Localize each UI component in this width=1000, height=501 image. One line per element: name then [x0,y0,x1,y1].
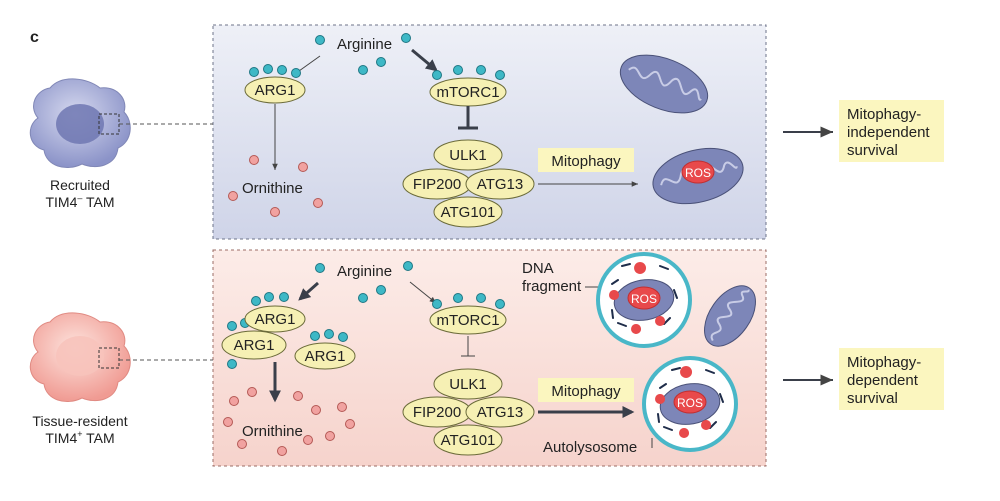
arg1-label: ARG1 [255,82,296,99]
ornithine-label: Ornithine [242,180,303,197]
recruited-label-line1: Recruited [50,177,110,193]
cell-nucleus [56,104,104,144]
autophagosome-icon: ROS [596,252,692,348]
arginine-molecules [315,33,411,75]
atg13-label: ATG13 [477,176,523,193]
mtorc1-node: mTORC1 [429,293,507,335]
atg13-label: ATG13 [477,404,523,421]
ros-label-a: ROS [631,292,657,306]
outcome-bottom-line2: dependent [847,372,919,389]
arginine-label: Arginine [337,263,392,280]
mitophagy-box [538,148,634,172]
arg1-cluster: ARG1 ARG1 ARG1 [221,292,356,370]
zoom-box [98,347,120,369]
mitochondrion-ros-icon: ROS [652,147,744,205]
tissue-resident-tam-cell [29,312,131,402]
mitochondrion-icon [704,285,756,347]
outcome-top-line2: independent [847,124,930,141]
mitochondrion-icon [619,54,709,114]
outcome-box-top [839,100,944,162]
mitophagy-label: Mitophagy [551,153,621,170]
resident-label-line1: Tissue-resident [32,413,127,429]
cell-nucleus [56,336,104,376]
fip200-label: FIP200 [413,176,461,193]
ornithine-label: Ornithine [242,423,303,440]
mtorc1-label: mTORC1 [436,312,499,329]
mtorc1-node: mTORC1 [429,65,507,107]
dna-label-line2: fragment [522,278,582,295]
ulk1-label: ULK1 [449,376,487,393]
ornithine-molecules [223,387,355,456]
autolysosome-icon: ROS [642,356,738,452]
outcome-top-line1: Mitophagy- [847,106,921,123]
ulk1-complex: ULK1 FIP200 ATG13 ATG101 [402,368,535,456]
arg1-label-c: ARG1 [305,348,346,365]
mitophagy-label: Mitophagy [551,383,621,400]
arrow-arginine-to-arg1 [298,281,319,301]
arg1-label-a: ARG1 [255,311,296,328]
recruited-label-line2: TIM4– TAM [45,193,114,210]
ulk1-label: ULK1 [449,147,487,164]
mtorc1-label: mTORC1 [436,84,499,101]
ornithine-molecules [228,155,323,217]
outcome-bottom-line1: Mitophagy- [847,354,921,371]
inhibition-mtorc1-ulk1 [458,106,478,130]
autolysosome-label: Autolysosome [543,439,637,456]
fip200-label: FIP200 [413,404,461,421]
resident-label-line2: TIM4+ TAM [45,429,114,446]
dna-label-line1: DNA [522,260,554,277]
mitophagy-box [538,378,634,402]
arrow-arginine-to-mtorc1 [411,48,438,72]
outcome-box-bottom [839,348,944,410]
atg101-label: ATG101 [441,204,496,221]
ulk1-complex: ULK1 FIP200 ATG13 ATG101 [402,139,535,228]
recruited-tam-cell [29,78,131,168]
outcome-bottom-line3: survival [847,390,898,407]
ros-label: ROS [685,166,711,180]
outcome-top-line3: survival [847,142,898,159]
arg1-label-b: ARG1 [234,337,275,354]
inhibition-mtorc1-ulk1 [461,336,475,357]
atg101-label: ATG101 [441,432,496,449]
arginine-molecules [315,261,413,303]
ros-label-b: ROS [677,396,703,410]
panel-label: c [30,29,39,46]
arg1-node: ARG1 [244,64,306,104]
arginine-label: Arginine [337,36,392,53]
arrow-arginine-to-mtorc1 [409,281,437,304]
